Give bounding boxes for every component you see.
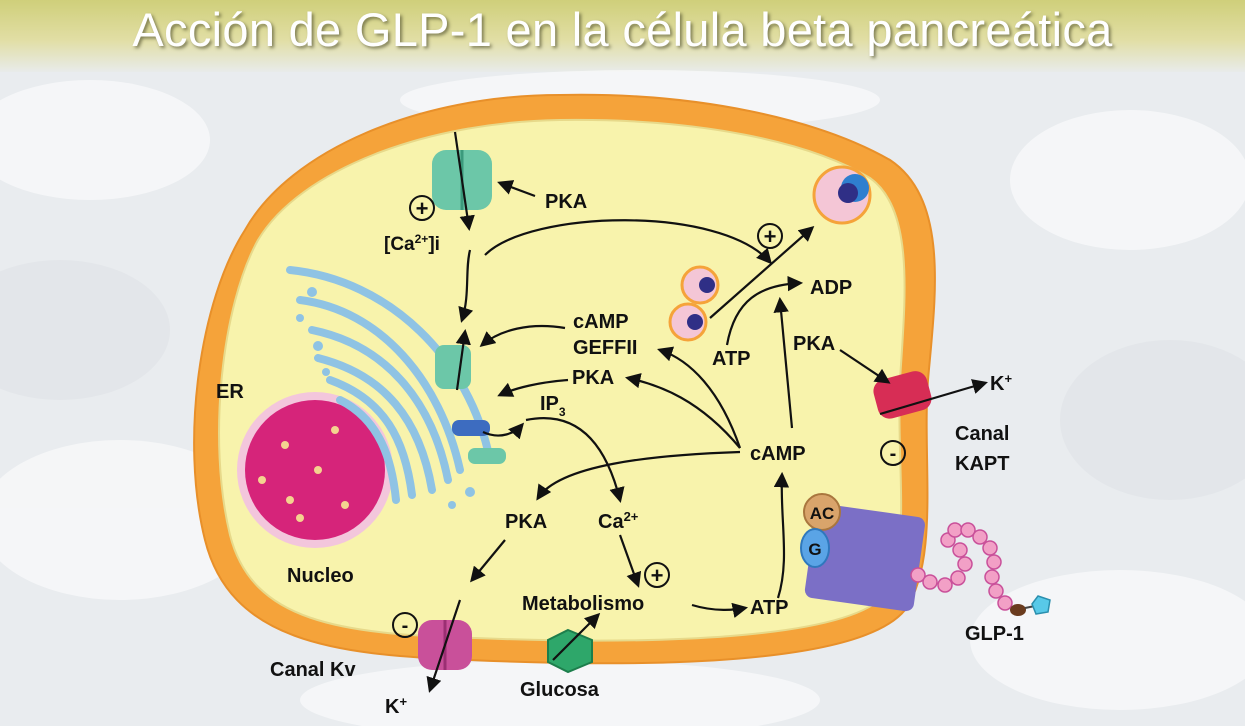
label-glp1: GLP-1 [965,623,1024,645]
label-camp-center: cAMP [750,443,806,465]
svg-text:-: - [402,615,409,637]
minus-badge-1: - [880,440,906,466]
label-k-bottom: K+ [385,694,407,718]
label-canal-kapt-1: Canal [955,423,1009,445]
label-canal-kapt-2: KAPT [955,453,1009,475]
label-ca2: Ca2+ [598,509,639,533]
label-ca-i: [Ca2+]i [384,232,440,255]
title-band [0,0,1245,72]
label-atp-bottom: ATP [750,597,789,619]
plus-badge-3: + [644,562,670,588]
label-nucleo: Nucleo [287,565,354,587]
label-er: ER [216,381,244,403]
ac-protein [803,493,841,531]
label-pka-low: PKA [505,511,547,533]
label-k-right: K+ [990,371,1012,395]
label-ip3: IP3 [540,393,566,419]
nucleus [237,392,393,548]
label-adp: ADP [810,277,852,299]
label-canal-kv: Canal Kv [270,659,356,681]
golgi-vesicles [296,287,475,509]
label-camp-geff-1: cAMP [573,311,629,333]
plus-badge-1: + [409,195,435,221]
glp1-peptide [910,522,1013,611]
glucose-molecule [547,628,593,674]
minus-badge-2: - [392,612,418,638]
g-protein [800,528,830,568]
plus-badge-2: + [757,223,783,249]
label-pka-right: PKA [793,333,835,355]
svg-text:-: - [890,443,897,465]
arrows [426,131,988,693]
page-title: Acción de GLP-1 en la célula beta pancre… [132,3,1113,56]
label-ac: AC [810,504,835,523]
label-pka-mid: PKA [572,367,614,389]
label-camp-geff-2: GEFFII [573,337,637,359]
label-metabolismo: Metabolismo [522,593,644,615]
label-g: G [808,540,821,559]
glp1-receptor [804,503,925,612]
ip3-receptor [452,420,506,464]
svg-text:+: + [651,563,664,588]
label-pka-top: PKA [545,191,587,213]
svg-text:+: + [764,224,777,249]
svg-text:+: + [416,196,429,221]
golgi-apparatus [286,266,494,504]
label-atp-top: ATP [712,348,751,370]
label-glucosa: Glucosa [520,679,600,701]
insulin-granules [668,165,872,342]
er-channel [435,345,471,389]
glp1-tail [1010,595,1051,616]
